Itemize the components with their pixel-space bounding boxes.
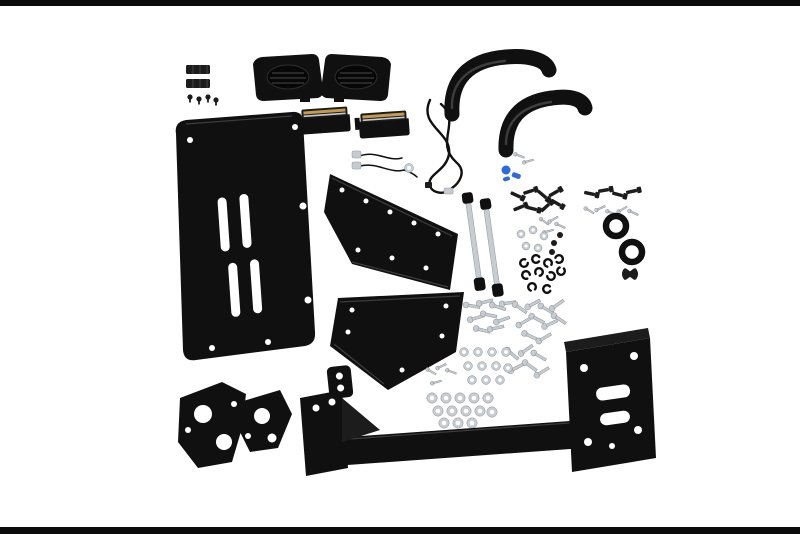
mounting-clips: Small black retaining clips with screws xyxy=(186,65,219,106)
nut-set: Hex nut set xyxy=(459,347,513,385)
bolt-set-silver-b: Silver hex bolt set B xyxy=(510,297,568,346)
bolt-set-silver-c: Silver hex bolt set C xyxy=(502,342,551,380)
o-ring-set: Black O-rings xyxy=(602,212,646,266)
bumper-wing-upper: Curved bumper wing trim, upper xyxy=(444,49,557,122)
support-panel-upper: Angled support panel, upper xyxy=(324,174,458,290)
chassis-bracket-a: Chassis bracket with lightening holes, l… xyxy=(178,382,246,468)
skid-plate: Skid plate / bash plate with slots xyxy=(175,111,316,361)
washer-set-large: Flat washer set xyxy=(426,392,498,429)
photo-bottom-border: Black border strip (bottom of photo) xyxy=(0,527,800,534)
fog-light-bezel-left: Fog light bezel, left xyxy=(253,54,324,102)
bumper-wing-lower: Curved bumper wing trim, lower xyxy=(498,89,593,158)
washer-set-small: Small washer set with black caps xyxy=(516,225,563,255)
tension-straps: Support straps with rubber ends xyxy=(461,192,504,297)
photo-top-border: Black border strip (top of photo) xyxy=(0,0,800,6)
wiring-pigtail: Wiring pigtail with connectors and ring … xyxy=(351,150,418,178)
support-panel-lower: Angled support panel, lower xyxy=(330,292,464,390)
washer-stack-black: Fanned stack of black washers xyxy=(622,268,638,280)
lock-washer-set: Black lock washer set xyxy=(519,252,568,296)
indicator-lamp-left: Indicator lamp assembly, left xyxy=(295,106,351,135)
wiring-loom: Looped wiring harness xyxy=(425,98,463,195)
crossmember-assembly: Bumper crossmember with mounting channel xyxy=(300,328,656,476)
bolt-set-silver-a: Silver hex bolt set A xyxy=(462,296,517,336)
small-bracket: Small two-hole bracket xyxy=(326,365,354,399)
fog-light-bezel-right: Fog light bezel, right xyxy=(320,54,391,102)
chassis-bracket-b: Chassis bracket with lightening holes, r… xyxy=(238,390,292,452)
blue-fasteners: Blue connector clips xyxy=(501,151,535,182)
indicator-lamp-right: Indicator lamp assembly, right xyxy=(354,110,410,139)
bolt-set-black: Black bolt set xyxy=(509,185,567,214)
fastener-row-topright: Fastener rows, top right xyxy=(582,185,642,217)
screw-set-small: Small silver screw set xyxy=(538,214,567,235)
